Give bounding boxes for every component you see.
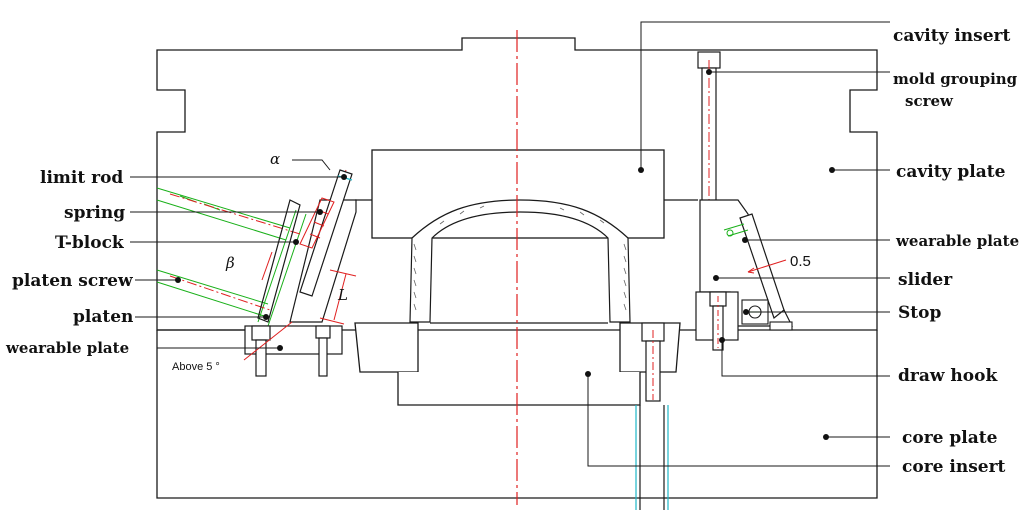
label-platen-screw: platen screw: [12, 271, 133, 291]
angle-note-arrow: [243, 321, 293, 361]
label-draw-hook: draw hook: [898, 366, 998, 386]
label-cavity-plate: cavity plate: [896, 162, 1006, 182]
label-t-block: T-block: [55, 233, 125, 253]
label-stop: Stop: [898, 303, 941, 323]
label-core-insert: core insert: [902, 457, 1006, 477]
annotation-length: L: [337, 286, 348, 304]
left-platen: [257, 199, 301, 323]
cavity-insert-block: [355, 149, 698, 239]
leader-dots: [175, 69, 835, 440]
cavity-plate-outline: [156, 37, 878, 331]
label-spring: spring: [64, 203, 125, 223]
left-green-guide: [156, 187, 307, 327]
label-wearable-plate-right: wearable plate: [895, 232, 1019, 250]
part-hatch: [413, 205, 627, 311]
label-limit-rod: limit rod: [40, 168, 123, 188]
left-wearable-plate: [244, 325, 343, 377]
beta-arc: [261, 251, 273, 281]
label-cavity-insert: cavity insert: [893, 26, 1011, 46]
annotation-beta: β: [225, 254, 235, 272]
label-mold-grouping-screw-line1: mold grouping: [893, 70, 1018, 88]
right-wearable-plate: [723, 223, 749, 237]
core-insert-block: [354, 322, 681, 406]
draw-hook-assembly: [695, 291, 739, 351]
label-wearable-plate-left: wearable plate: [5, 339, 129, 357]
label-core-plate: core plate: [902, 428, 998, 448]
right-gap-dimension: [747, 259, 787, 274]
annotation-gap: 0.5: [790, 253, 811, 270]
leader-lines: [130, 21, 890, 467]
part-shape: [409, 199, 631, 323]
annotation-angle-note: Above 5 °: [172, 361, 220, 373]
label-mold-grouping-screw-line2: screw: [905, 92, 954, 110]
core-insert-screw: [635, 322, 669, 510]
annotation-alpha: α: [270, 150, 280, 168]
label-platen: platen: [73, 307, 133, 327]
length-dimension: [319, 269, 357, 325]
label-slider: slider: [898, 270, 953, 290]
